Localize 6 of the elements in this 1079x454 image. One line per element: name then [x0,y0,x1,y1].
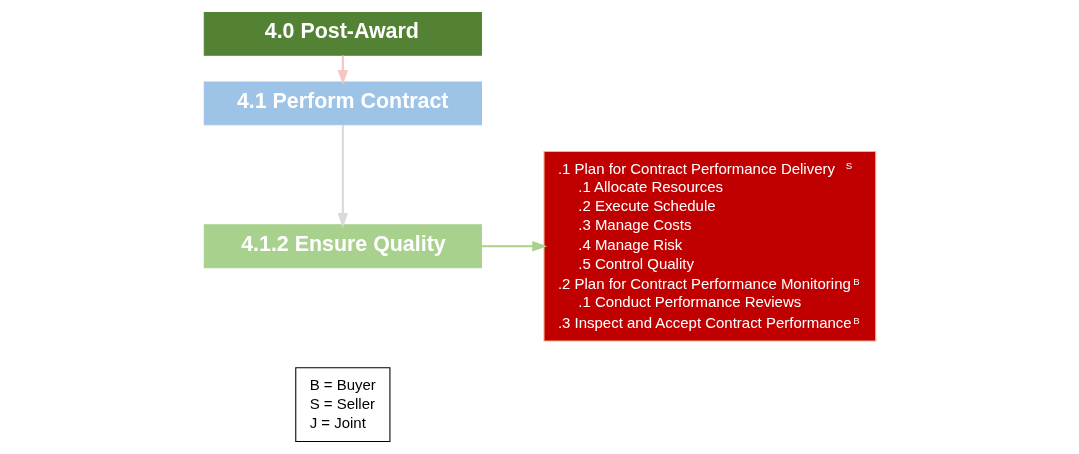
node-box: 4.1.2 Ensure Quality [203,224,482,269]
node-box: 4.0 Post-Award [203,11,482,56]
node-box: 4.1 Perform Contract [203,81,482,126]
node-box: B = Buyer S = Seller J = Joint [294,367,390,443]
arrow [481,241,547,252]
arrow [337,124,348,228]
